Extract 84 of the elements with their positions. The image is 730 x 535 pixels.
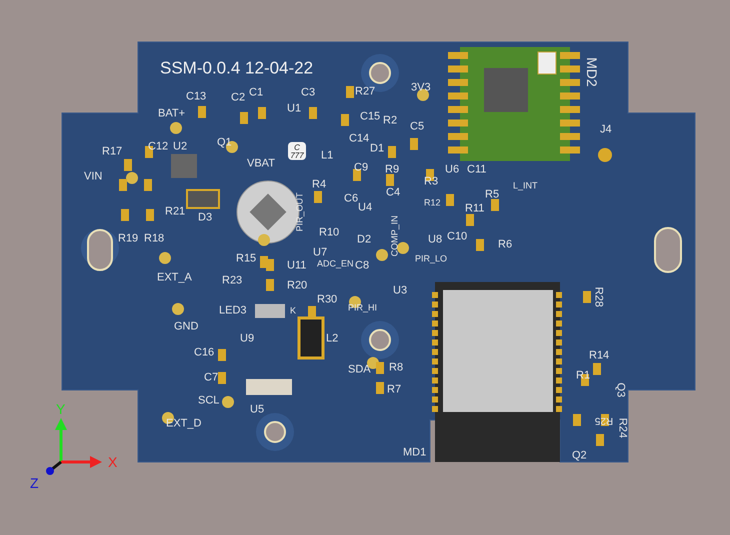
- silkscreen-label: C11: [467, 164, 486, 176]
- silkscreen-label: U11: [287, 260, 306, 272]
- silkscreen-label: R18: [144, 234, 164, 244]
- silkscreen-label: R1: [576, 370, 590, 382]
- silkscreen-label: R20: [287, 280, 308, 292]
- silkscreen-label: Q3: [614, 382, 626, 398]
- axis-label: Y: [56, 402, 66, 416]
- silkscreen-label: ADC_EN: [317, 260, 354, 268]
- silkscreen-label: GND: [174, 322, 198, 332]
- silkscreen-label: VIN: [84, 172, 102, 182]
- silkscreen-label: R23: [222, 276, 242, 286]
- silkscreen-label: R5: [485, 190, 500, 200]
- part-marking: C 777: [290, 144, 304, 160]
- silkscreen-label: R15: [236, 254, 256, 264]
- silkscreen-label: U9: [240, 334, 254, 344]
- silkscreen-label: R24: [616, 418, 628, 438]
- silkscreen-label: R6: [498, 240, 512, 250]
- silkscreen-label: R14: [589, 350, 610, 362]
- silkscreen-label: C14: [349, 134, 370, 144]
- silkscreen-label: EXT_A: [157, 272, 192, 284]
- board-version-label: SSM-0.0.4 12-04-22: [160, 60, 314, 76]
- silkscreen-label: R4: [312, 180, 326, 190]
- silkscreen-label: R17: [102, 146, 122, 158]
- silkscreen-label: L1: [321, 150, 334, 162]
- silkscreen-label: R9: [385, 164, 400, 176]
- axis-label: Z: [30, 476, 39, 490]
- silkscreen-label: U8: [428, 234, 442, 246]
- silkscreen-label: R19: [118, 234, 138, 244]
- silkscreen-label: C3: [301, 88, 316, 98]
- silkscreen-label: R30: [317, 294, 338, 306]
- silkscreen-label: C7: [204, 372, 218, 384]
- silkscreen-label: K: [290, 306, 296, 316]
- silkscreen-label: U7: [313, 248, 328, 258]
- silkscreen-label: J4: [600, 124, 612, 136]
- silkscreen-label: C6: [344, 194, 358, 204]
- silkscreen-label: VBAT: [247, 158, 275, 170]
- silkscreen-label: C12: [148, 142, 168, 152]
- silkscreen-label: R8: [389, 362, 404, 374]
- axis-label: X: [108, 455, 118, 469]
- silkscreen-label: D3: [198, 212, 212, 224]
- silkscreen-label: EXT_D: [166, 418, 202, 430]
- silkscreen-label: R2: [383, 116, 398, 126]
- silkscreen-label: D2: [357, 234, 372, 246]
- silkscreen-label: L2: [326, 334, 338, 344]
- silkscreen-label: LED3: [219, 306, 247, 316]
- silkscreen-label: R28: [592, 286, 604, 308]
- silkscreen-label: C5: [410, 122, 424, 132]
- silkscreen-label: Q2: [572, 450, 587, 462]
- silkscreen-label: C9: [354, 162, 368, 174]
- silkscreen-label: R25: [594, 415, 614, 425]
- silkscreen-label: C8: [355, 260, 370, 272]
- silkscreen-label: C13: [186, 92, 206, 102]
- silkscreen-label: C15: [360, 112, 380, 122]
- silkscreen-label: COMP_IN: [390, 216, 400, 256]
- silkscreen-label: PIR_LO: [415, 254, 448, 264]
- silkscreen-label: MD1: [403, 448, 426, 458]
- silkscreen-label: R11: [465, 204, 484, 214]
- silkscreen-label: SDA: [348, 364, 371, 376]
- silkscreen-label: U2: [173, 142, 188, 152]
- silkscreen-label: R3: [424, 176, 438, 188]
- silkscreen-label: 3V3: [411, 82, 431, 94]
- silkscreen-label: R7: [387, 384, 402, 396]
- silkscreen-label: R12: [424, 198, 441, 208]
- silkscreen-label: U3: [393, 286, 408, 296]
- silkscreen-label: U1: [287, 104, 302, 114]
- silkscreen-label: U4: [358, 202, 372, 214]
- silkscreen-label: U5: [250, 404, 264, 416]
- silkscreen-label: BAT+: [158, 108, 186, 120]
- silkscreen-label: Q1: [217, 138, 232, 148]
- silkscreen-label: C10: [447, 232, 468, 242]
- silkscreen-label: SCL: [198, 396, 220, 406]
- silkscreen-label: PIR_OUT: [296, 192, 304, 232]
- silkscreen-label: R21: [165, 206, 186, 218]
- silkscreen-label: C16: [194, 348, 214, 358]
- silkscreen-label: D1: [370, 144, 384, 154]
- silkscreen-label: PIR_HI: [348, 304, 378, 312]
- silkscreen-label: MD2: [585, 57, 599, 87]
- silkscreen-label: R27: [355, 86, 376, 98]
- silkscreen-label: R10: [319, 228, 340, 238]
- silkscreen-label: C2: [231, 92, 246, 104]
- silkscreen-label: L_INT: [513, 182, 538, 190]
- silkscreen-label: U6: [445, 164, 460, 176]
- silkscreen-label: C4: [386, 188, 400, 198]
- silkscreen-label: C1: [249, 88, 264, 98]
